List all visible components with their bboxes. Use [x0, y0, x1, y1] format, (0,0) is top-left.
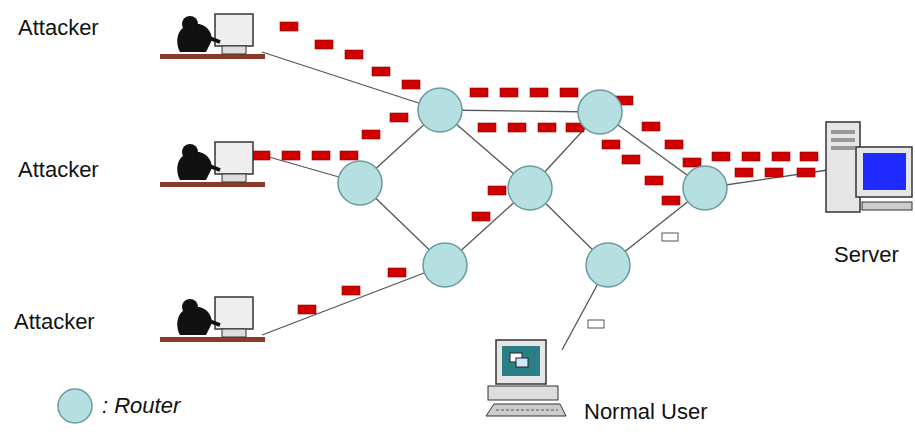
attacker-label: Attacker [14, 310, 95, 334]
attack-packet [622, 155, 640, 164]
attack-packet [342, 286, 360, 295]
attack-packet [402, 80, 420, 89]
user-computer-icon [486, 340, 566, 416]
attack-packet [538, 123, 556, 132]
attack-packet [665, 140, 683, 149]
attack-packet [252, 151, 270, 160]
normal-packet [588, 320, 604, 328]
attack-packet [362, 130, 380, 139]
attack-packet [645, 176, 663, 185]
attack-packet [372, 67, 390, 76]
attack-packet [602, 140, 620, 149]
attack-packet [470, 88, 488, 97]
attack-packet [298, 305, 316, 314]
attack-packet [315, 40, 333, 49]
attacker-label: Attacker [18, 16, 99, 40]
legend-text: : Router [102, 393, 180, 419]
attack-packet [712, 152, 730, 161]
attack-packet [478, 123, 496, 132]
attacker-icon [160, 297, 265, 342]
attack-packet [735, 168, 753, 177]
attack-packet [340, 151, 358, 160]
attack-packet [797, 168, 815, 177]
server-label: Server [834, 243, 899, 267]
router-swatch [56, 387, 94, 425]
attack-packet [772, 152, 790, 161]
attack-packet [345, 50, 363, 59]
user-label: Normal User [584, 400, 707, 424]
packets [252, 22, 818, 328]
attack-packet [282, 151, 300, 160]
attacker-icon [160, 142, 265, 187]
attacker-label: Attacker [18, 158, 99, 182]
legend-row: : Router [56, 387, 180, 425]
network-links [262, 52, 828, 350]
attack-packet [800, 152, 818, 161]
attack-packet [500, 88, 518, 97]
attack-packet [765, 168, 783, 177]
attack-packet [742, 152, 760, 161]
attack-packet [662, 196, 680, 205]
server-icon [826, 122, 912, 212]
attack-packet [530, 88, 548, 97]
attacker-icon [160, 14, 265, 59]
attack-packet [683, 158, 701, 167]
attack-packet [280, 22, 298, 31]
routers [338, 88, 727, 287]
attack-packet [560, 88, 578, 97]
attack-packet [642, 122, 660, 131]
attack-packet [388, 268, 406, 277]
attack-packet [312, 151, 330, 160]
attack-packet [488, 186, 506, 195]
attack-packet [390, 113, 408, 122]
attack-packet [508, 123, 526, 132]
normal-packet [662, 233, 678, 241]
attack-packet [472, 212, 490, 221]
